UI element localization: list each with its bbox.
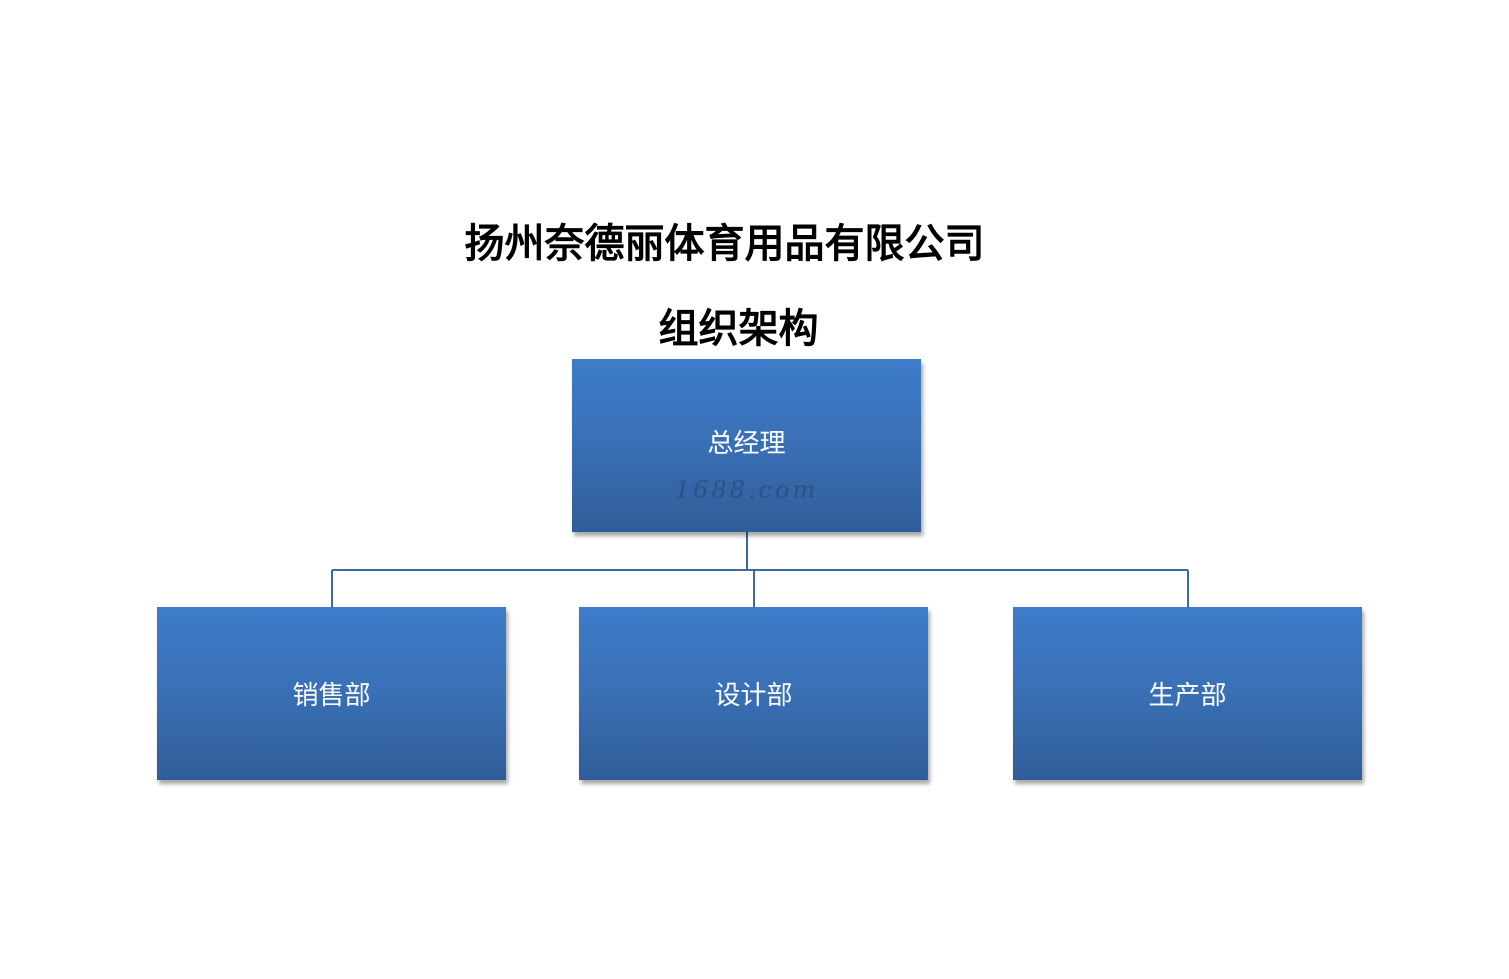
general-manager-box: 总经理 1688.com <box>572 359 921 532</box>
production-department-label: 生产部 <box>1148 681 1227 711</box>
chart-subtitle: 组织架构 <box>658 306 819 352</box>
sales-department-box: 销售部 <box>157 607 506 780</box>
production-department-box: 生产部 <box>1013 607 1362 780</box>
company-title: 扬州奈德丽体育用品有限公司 <box>464 221 985 267</box>
sales-department-label: 销售部 <box>292 681 371 711</box>
watermark-text: 1688.com <box>674 476 819 504</box>
general-manager-label: 总经理 <box>707 429 786 459</box>
design-department-box: 设计部 <box>579 607 928 780</box>
design-department-label: 设计部 <box>714 681 793 711</box>
